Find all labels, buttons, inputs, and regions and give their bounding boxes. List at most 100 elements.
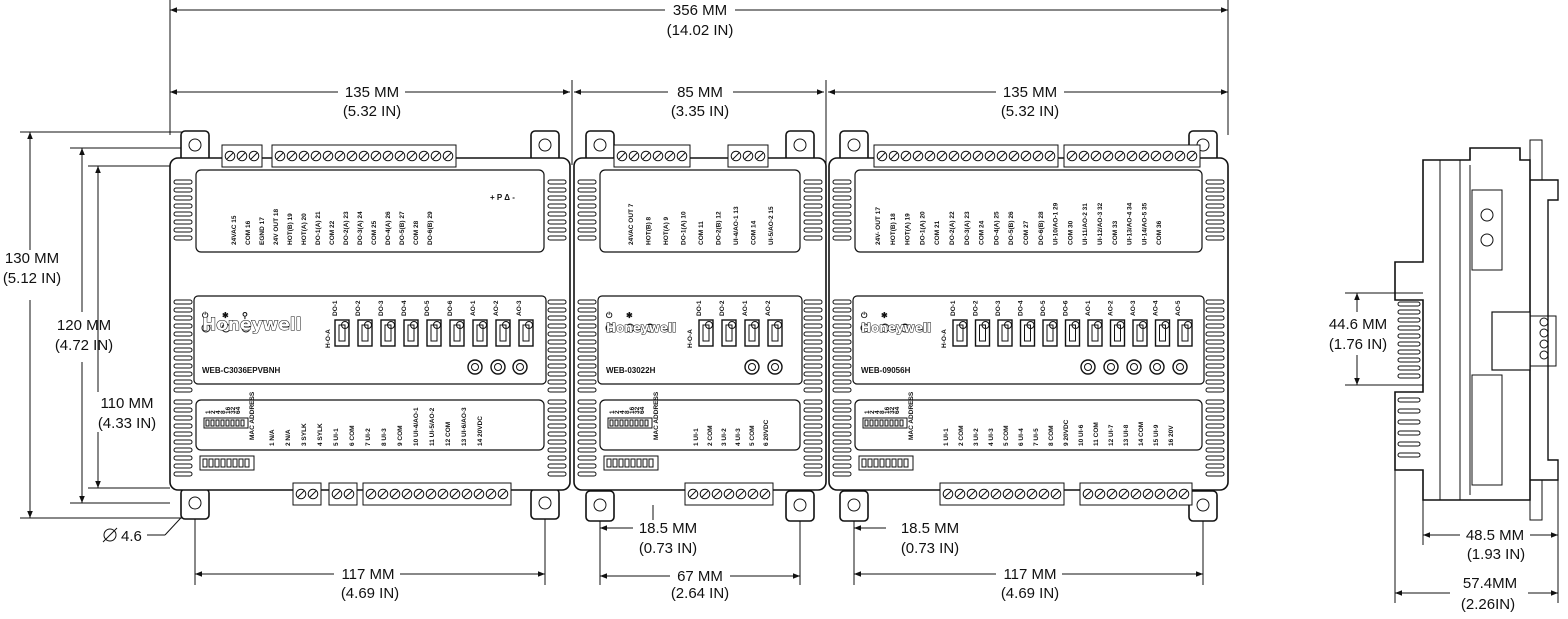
vent-slot	[577, 415, 597, 421]
terminal-screw	[310, 150, 322, 162]
hoa-switch	[518, 319, 534, 347]
brand-logo: Honeywell	[202, 315, 302, 335]
dip-weight: 64	[639, 406, 646, 414]
top-label-panel	[854, 169, 1203, 253]
terminal-screw	[406, 150, 418, 162]
vent-slot	[577, 387, 597, 393]
terminal-screw	[1090, 150, 1102, 162]
dimension-right-hole-offset: 18.5 MM (0.73 IN)	[853, 505, 959, 585]
vent-slot	[547, 379, 567, 385]
top-terminal-label: UI-13/AO-4 34	[1127, 202, 1134, 245]
config-dip-block	[858, 455, 914, 471]
vent-slot	[1205, 299, 1225, 305]
right-hole-spacing-in: (4.69 IN)	[1001, 585, 1059, 602]
vent-slot	[803, 415, 823, 421]
vent-slot	[547, 203, 567, 209]
top-terminal-label: 24V- OUT 17	[875, 207, 882, 245]
height-130-in: (5.12 IN)	[3, 270, 61, 287]
terminal-screw	[730, 150, 742, 162]
status-led	[900, 323, 910, 333]
output-label: DO-2	[973, 300, 980, 316]
terminal-screw	[1094, 488, 1106, 500]
vent-slot	[547, 331, 567, 337]
left-width-mm: 135 MM	[345, 84, 399, 101]
hoa-label: H-O-A	[941, 329, 948, 348]
bottom-terminal-label: 2 COM	[958, 425, 965, 446]
vent-slot	[173, 379, 193, 385]
dip-weight: 2	[614, 410, 621, 414]
bottom-terminal-label: 13 UI-8	[1123, 424, 1130, 446]
terminal-screw	[640, 150, 652, 162]
mounting-hole	[1196, 498, 1210, 512]
vent-slot	[173, 399, 193, 405]
dimension-right-hole-spacing: 117 MM (4.69 IN)	[854, 505, 1204, 602]
vent-slot	[577, 323, 597, 329]
bottom-terminal-label: 3 SYLK	[301, 423, 308, 446]
top-terminal-label: UI-12/AO-3 32	[1097, 202, 1104, 245]
pressure-port-label: + P Δ -	[490, 193, 515, 202]
vent-slot	[1205, 315, 1225, 321]
bottom-terminal-label: 4 UI-3	[735, 428, 742, 446]
terminal-screw	[1130, 488, 1142, 500]
terminal-screw	[1002, 488, 1014, 500]
mounting-hole	[593, 498, 607, 512]
terminal-screw	[298, 150, 310, 162]
terminal-screw	[248, 150, 260, 162]
potentiometer	[512, 359, 528, 375]
top-terminal-label: DO-1(A) 20	[919, 211, 926, 245]
top-terminal-label: DO-3(A) 24	[357, 211, 364, 245]
vent-slot	[577, 307, 597, 313]
mac-address-label: MAC ADDRESS	[908, 391, 915, 440]
hoa-switch-lever	[771, 324, 779, 342]
vent-slot	[832, 219, 852, 225]
terminal-screw	[413, 488, 425, 500]
mac-dip-switch	[203, 417, 249, 429]
hoa-switch-lever	[1091, 324, 1099, 342]
hoa-switch-lever	[1114, 324, 1121, 342]
output-label: DO-4	[401, 300, 408, 316]
hoa-switch-lever	[384, 324, 392, 342]
potentiometer	[490, 359, 506, 375]
terminal-screw	[996, 150, 1008, 162]
bottom-terminal-block	[362, 482, 512, 506]
terminal-screw	[1178, 488, 1190, 500]
vent-slot	[547, 179, 567, 185]
vent-slot	[1205, 347, 1225, 353]
vent-slot	[547, 219, 567, 225]
vent-slot	[832, 379, 852, 385]
output-label: DO-2	[355, 300, 362, 316]
vent-slot	[832, 315, 852, 321]
vent-slot	[832, 463, 852, 469]
hoa-switch-lever	[725, 324, 733, 342]
vent-slot	[173, 463, 193, 469]
output-label: DO-3	[995, 300, 1002, 316]
vent-slot	[577, 227, 597, 233]
status-led	[221, 323, 231, 333]
bottom-terminal-label: 6 UI-4	[1018, 428, 1025, 446]
terminal-screw	[473, 488, 485, 500]
vent-slot	[577, 379, 597, 385]
vent-slot	[832, 211, 852, 217]
hoa-switch	[1177, 319, 1193, 347]
vent-slot	[547, 371, 567, 377]
terminal-screw	[1106, 488, 1118, 500]
output-label: DO-5	[424, 300, 431, 316]
vent-slot	[832, 423, 852, 429]
terminal-screw	[1032, 150, 1044, 162]
status-led	[645, 323, 655, 333]
bottom-terminal-label: 1 UI-1	[693, 428, 700, 446]
side-depth-1-mm: 48.5 MM	[1466, 527, 1524, 544]
bottom-terminal-label: 16 20V	[1168, 425, 1175, 446]
vent-slot	[832, 439, 852, 445]
vent-slot	[577, 299, 597, 305]
output-label: DO-4	[1018, 300, 1025, 316]
top-terminal-label: HOT(B) 19	[287, 213, 294, 245]
side-view: 44.6 MM (1.76 IN) 48.5 MM (1.93 IN) 57.4…	[1329, 139, 1559, 613]
display-panel	[597, 295, 803, 385]
vent-slot	[173, 315, 193, 321]
vent-slot	[832, 179, 852, 185]
hoa-switch	[495, 319, 511, 347]
height-110-in: (4.33 IN)	[98, 415, 156, 432]
output-label: DO-1	[696, 300, 703, 316]
